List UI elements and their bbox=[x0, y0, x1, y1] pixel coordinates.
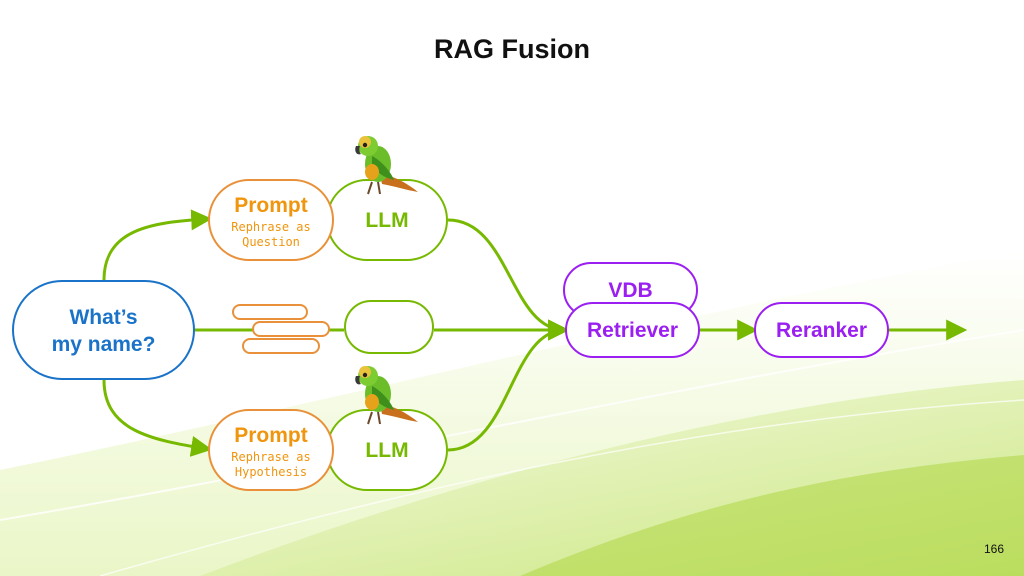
arrow-llm-top-to-retriever bbox=[447, 218, 570, 341]
prompt-title: Prompt bbox=[234, 194, 308, 217]
prompt-title: Prompt bbox=[234, 424, 308, 447]
vdb-label: VDB bbox=[608, 279, 653, 302]
empty-node bbox=[344, 300, 434, 354]
retriever-label: Retriever bbox=[586, 319, 679, 342]
reranker-node: Reranker bbox=[754, 302, 889, 358]
document-bar bbox=[252, 321, 330, 337]
reranker-label: Reranker bbox=[775, 319, 868, 342]
arrow-llm-bottom-to-retriever bbox=[447, 319, 570, 452]
arrow-query-to-prompt-bottom bbox=[102, 379, 213, 457]
query-line-1: What’s bbox=[69, 306, 138, 329]
prompt-subtitle-line-2: Hypothesis bbox=[234, 465, 308, 479]
document-bar bbox=[242, 338, 320, 354]
prompt-subtitle-line-1: Rephrase as bbox=[231, 220, 311, 234]
retriever-node: Retriever bbox=[565, 302, 700, 358]
prompt-subtitle-line-2: Question bbox=[242, 235, 300, 249]
llm-label: LLM bbox=[365, 209, 409, 232]
page-number: 166 bbox=[984, 542, 1005, 556]
llm-label: LLM bbox=[365, 439, 409, 462]
query-node: What’s my name? bbox=[12, 280, 195, 380]
prompt-node-top: Prompt Rephrase as Question bbox=[208, 179, 334, 261]
query-line-2: my name? bbox=[51, 333, 156, 356]
document-stack bbox=[226, 302, 336, 358]
arrow-query-to-prompt-top bbox=[102, 209, 213, 281]
parrot-icon bbox=[355, 366, 418, 425]
slide-title: RAG Fusion bbox=[434, 34, 590, 64]
prompt-subtitle-line-1: Rephrase as bbox=[231, 450, 311, 464]
parrot-icon bbox=[355, 136, 418, 195]
prompt-node-bottom: Prompt Rephrase as Hypothesis bbox=[208, 409, 334, 491]
document-bar bbox=[232, 304, 308, 320]
